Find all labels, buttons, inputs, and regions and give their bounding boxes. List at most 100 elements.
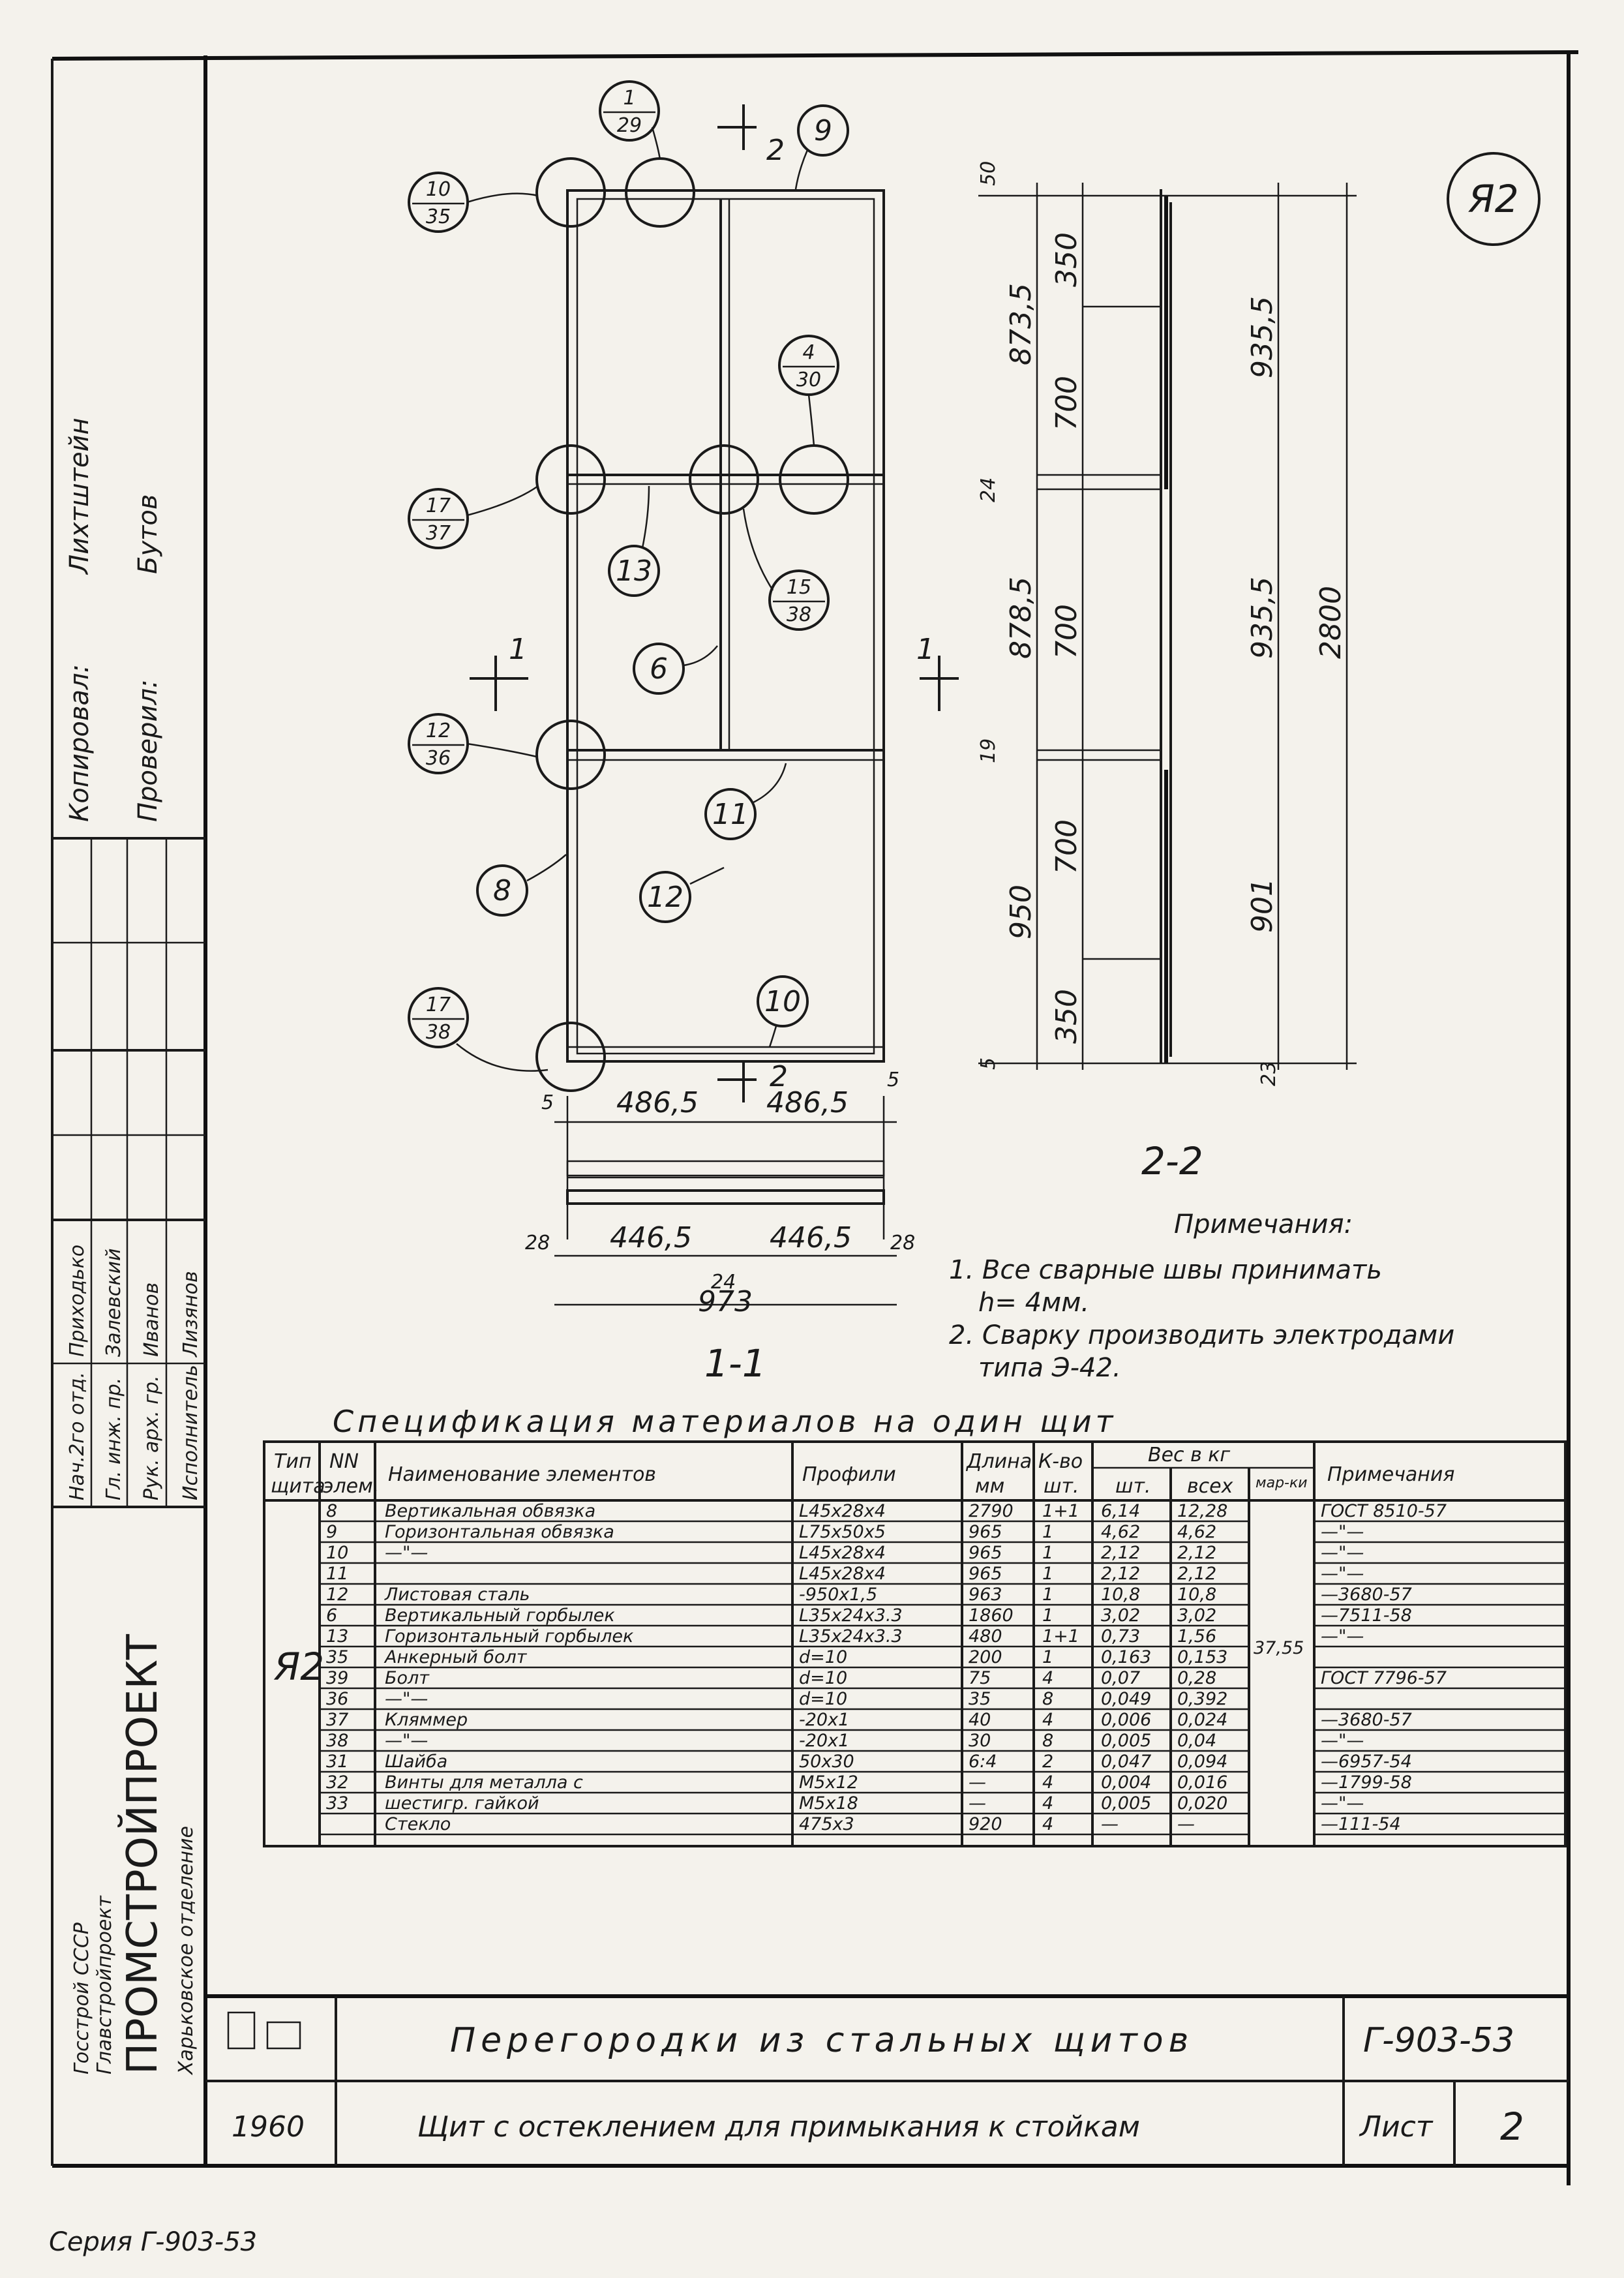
table-cell-qty: 4 bbox=[1042, 1772, 1053, 1793]
left-stamp: Копировал: Лихтштейн Проверил: Бутов Нач… bbox=[52, 418, 205, 2076]
svg-text:24: 24 bbox=[977, 478, 1000, 502]
table-cell-length: 965 bbox=[969, 1564, 1002, 1584]
table-cell-w2: 2,12 bbox=[1177, 1564, 1216, 1584]
table-cell-w2: 0,04 bbox=[1177, 1731, 1216, 1751]
table-cell-w1: 6,14 bbox=[1101, 1501, 1140, 1521]
table-cell-name: —"— bbox=[385, 1543, 428, 1563]
svg-text:5: 5 bbox=[977, 1057, 1000, 1070]
table-cell-num: 6 bbox=[326, 1605, 337, 1626]
table-cell-note: —"— bbox=[1321, 1626, 1364, 1647]
table-cell-name: Вертикальный горбылек bbox=[385, 1605, 615, 1626]
table-cell-note: —"— bbox=[1321, 1543, 1364, 1563]
table-cell-name: Горизонтальная обвязка bbox=[385, 1522, 614, 1542]
svg-text:873,5: 873,5 bbox=[1004, 283, 1038, 365]
svg-text:элем.: элем. bbox=[323, 1475, 379, 1498]
table-cell-w1: 0,07 bbox=[1101, 1668, 1140, 1688]
item-marks: 9 13 6 11 8 12 10 bbox=[476, 104, 849, 1048]
svg-text:13: 13 bbox=[616, 554, 652, 588]
svg-text:1: 1 bbox=[623, 87, 635, 110]
svg-text:950: 950 bbox=[1004, 885, 1038, 939]
svg-text:28: 28 bbox=[525, 1232, 550, 1254]
checked-name: Бутов bbox=[133, 494, 163, 574]
svg-text:486,5: 486,5 bbox=[616, 1086, 699, 1119]
cut-mark-2-bottom: 2 bbox=[770, 1060, 788, 1093]
role-4: Исполнитель bbox=[179, 1365, 202, 1500]
table-cell-profile: M5x18 bbox=[799, 1793, 858, 1814]
table-cell-qty: 4 bbox=[1042, 1710, 1053, 1730]
svg-text:шт.: шт. bbox=[1115, 1475, 1150, 1498]
sheet-label: Лист bbox=[1359, 2110, 1434, 2144]
table-cell-name: Анкерный болт bbox=[383, 1647, 528, 1667]
svg-text:9: 9 bbox=[814, 114, 832, 147]
table-cell-num: 12 bbox=[326, 1585, 348, 1605]
copied-label: Копировал: bbox=[65, 664, 95, 822]
table-cell-w1: 10,8 bbox=[1101, 1585, 1140, 1605]
svg-text:35: 35 bbox=[426, 205, 451, 228]
svg-text:Профили: Профили bbox=[802, 1463, 896, 1486]
svg-text:38: 38 bbox=[787, 603, 811, 626]
org-line-3: ПРОМСТРОЙПРОЕКТ bbox=[117, 1633, 167, 2074]
table-cell-profile: -950x1,5 bbox=[799, 1585, 877, 1605]
notes-heading: Примечания: bbox=[1174, 1209, 1353, 1239]
section-2-2-label: 2-2 bbox=[1141, 1139, 1203, 1183]
table-cell-w2: 1,56 bbox=[1177, 1626, 1216, 1647]
svg-text:всех: всех bbox=[1187, 1475, 1233, 1498]
svg-text:19: 19 bbox=[977, 738, 1000, 763]
section-2-2: 50 350 873,5 700 24 878,5 700 19 950 700… bbox=[977, 161, 1357, 1183]
svg-text:28: 28 bbox=[890, 1232, 915, 1254]
table-cell-name: —"— bbox=[385, 1689, 428, 1709]
table-cell-note: ГОСТ 7796-57 bbox=[1321, 1668, 1447, 1688]
table-cell-w1: 0,005 bbox=[1101, 1731, 1151, 1751]
svg-text:мар-ки: мар-ки bbox=[1256, 1475, 1308, 1491]
name-4: Лизянов bbox=[179, 1271, 202, 1358]
svg-text:935,5: 935,5 bbox=[1246, 577, 1279, 659]
callout-10-35: 10 35 bbox=[408, 172, 539, 233]
table-cell-note: —"— bbox=[1321, 1793, 1364, 1814]
table-cell-length: 963 bbox=[969, 1585, 1002, 1605]
table-cell-w1: 3,02 bbox=[1101, 1605, 1140, 1626]
table-cell-length: 965 bbox=[969, 1543, 1002, 1563]
item-mark-6: 6 bbox=[633, 643, 718, 695]
callout-17-38: 17 38 bbox=[408, 987, 549, 1072]
table-cell-profile: L35x24x3.3 bbox=[799, 1605, 903, 1626]
table-cell-length: — bbox=[969, 1772, 986, 1793]
table-cell-qty: 1 bbox=[1042, 1605, 1053, 1626]
role-3: Рук. арх. гр. bbox=[140, 1375, 163, 1500]
table-cell-length: 1860 bbox=[969, 1605, 1014, 1626]
role-2: Гл. инж. пр. bbox=[102, 1378, 125, 1500]
table-cell-name: Стекло bbox=[385, 1814, 451, 1834]
table-cell-length: 200 bbox=[969, 1647, 1002, 1667]
panel-type-cell: Я2 bbox=[273, 1645, 324, 1689]
title-2: Щит с остеклением для примыкания к стойк… bbox=[417, 2110, 1140, 2144]
table-cell-w2: 0,024 bbox=[1177, 1710, 1227, 1730]
table-cell-w2: 10,8 bbox=[1177, 1585, 1216, 1605]
table-cell-qty: 1 bbox=[1042, 1585, 1053, 1605]
svg-text:К-во: К-во bbox=[1038, 1450, 1083, 1473]
table-title: Спецификация материалов на один щит bbox=[333, 1404, 1117, 1439]
item-mark-11: 11 bbox=[704, 763, 787, 840]
title-1: Перегородки из стальных щитов bbox=[450, 2021, 1194, 2060]
copied-name: Лихтштейн bbox=[65, 418, 95, 575]
sheet-frame bbox=[51, 50, 1579, 2185]
svg-text:17: 17 bbox=[426, 994, 451, 1016]
table-cell-profile: 475x3 bbox=[799, 1814, 854, 1834]
table-cell-num: 39 bbox=[326, 1668, 348, 1688]
org-line-2: Главстройпроект bbox=[93, 1895, 116, 2074]
footer-series: Серия Г-903-53 bbox=[49, 2227, 257, 2257]
svg-text:38: 38 bbox=[426, 1021, 451, 1044]
table-cell-note: —"— bbox=[1321, 1564, 1364, 1584]
svg-text:11: 11 bbox=[712, 798, 749, 831]
svg-text:Длина: Длина bbox=[965, 1450, 1032, 1473]
svg-text:935,5: 935,5 bbox=[1246, 296, 1279, 378]
table-cell-profile: L45x28x4 bbox=[799, 1501, 886, 1521]
table-cell-w1: 2,12 bbox=[1101, 1543, 1140, 1563]
table-cell-qty: 4 bbox=[1042, 1668, 1053, 1688]
svg-text:12: 12 bbox=[647, 881, 684, 914]
callout-4-30: 4 30 bbox=[778, 335, 839, 446]
table-cell-length: 965 bbox=[969, 1522, 1002, 1542]
svg-text:700: 700 bbox=[1050, 819, 1083, 874]
note-line-4: типа Э-42. bbox=[978, 1353, 1121, 1383]
table-cell-num: 8 bbox=[326, 1501, 337, 1521]
table-cell-length: 35 bbox=[969, 1689, 991, 1709]
svg-text:10: 10 bbox=[764, 985, 801, 1018]
